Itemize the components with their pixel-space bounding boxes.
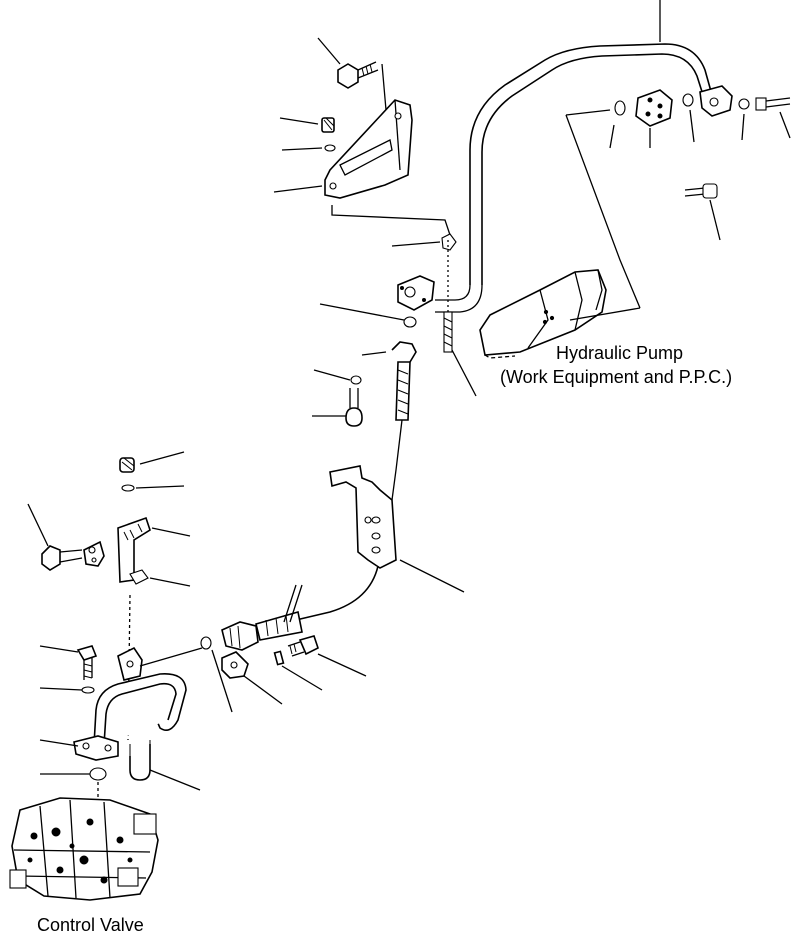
washer-upper	[324, 144, 336, 152]
spacer-bottom	[273, 650, 285, 666]
o-ring-pump-left	[614, 100, 626, 116]
left-angle-bracket	[117, 516, 151, 583]
bolt-left	[41, 545, 83, 571]
washer-mid	[350, 375, 362, 385]
hydraulic-pump-label: Hydraulic Pump	[556, 343, 684, 363]
hydraulic-pump-sublabel: (Work Equipment and P.P.C.)	[500, 367, 733, 387]
bolt-upper-bracket	[337, 61, 387, 111]
bolt-mid	[345, 388, 363, 427]
leader-pump-b	[565, 109, 611, 116]
o-ring-pump-right	[682, 93, 694, 107]
o-ring-bottom	[200, 636, 212, 650]
pump-fitting	[635, 89, 673, 127]
hose-fitting-lower	[221, 584, 303, 651]
lower-pipe-flange	[73, 735, 119, 761]
flange-bottom	[221, 651, 249, 679]
o-ring-mid	[403, 316, 417, 328]
lower-bent-pipe	[93, 673, 187, 746]
washer-left	[121, 484, 135, 492]
hose-lower	[295, 565, 379, 621]
lower-pipe-link	[139, 647, 203, 667]
pipe-flange-mid	[397, 275, 435, 311]
leader-pump-c	[569, 307, 641, 321]
nut-upper	[321, 117, 335, 133]
vertical-connector-tube	[443, 240, 453, 353]
nut-left	[119, 457, 135, 473]
upper-bracket	[324, 99, 413, 199]
bolt-bottom-right	[287, 635, 319, 657]
lower-bracket	[329, 465, 397, 569]
pipe-clamp	[441, 233, 457, 251]
u-bolt	[129, 740, 151, 781]
bolt-pump-lower	[684, 183, 718, 199]
left-small-bracket	[83, 540, 105, 567]
clamp-link-line	[331, 205, 451, 236]
clamp-left	[129, 569, 149, 585]
bolt-pump-right	[738, 97, 791, 111]
lower-pipe-upper-flange	[117, 646, 143, 681]
hydraulic-pump-body	[479, 269, 607, 359]
main-pipe-upper	[435, 43, 713, 313]
callout-leaders	[27, 0, 791, 791]
o-ring-valve	[89, 767, 107, 781]
pipe-end-flange-right	[699, 85, 733, 117]
washer-lower-left	[81, 686, 95, 694]
hose-upper	[361, 341, 417, 501]
control-valve-body	[9, 797, 159, 901]
leader-pump-a	[565, 114, 641, 309]
control-valve-label: Control Valve	[37, 915, 144, 935]
bolt-lower-left	[76, 645, 98, 680]
